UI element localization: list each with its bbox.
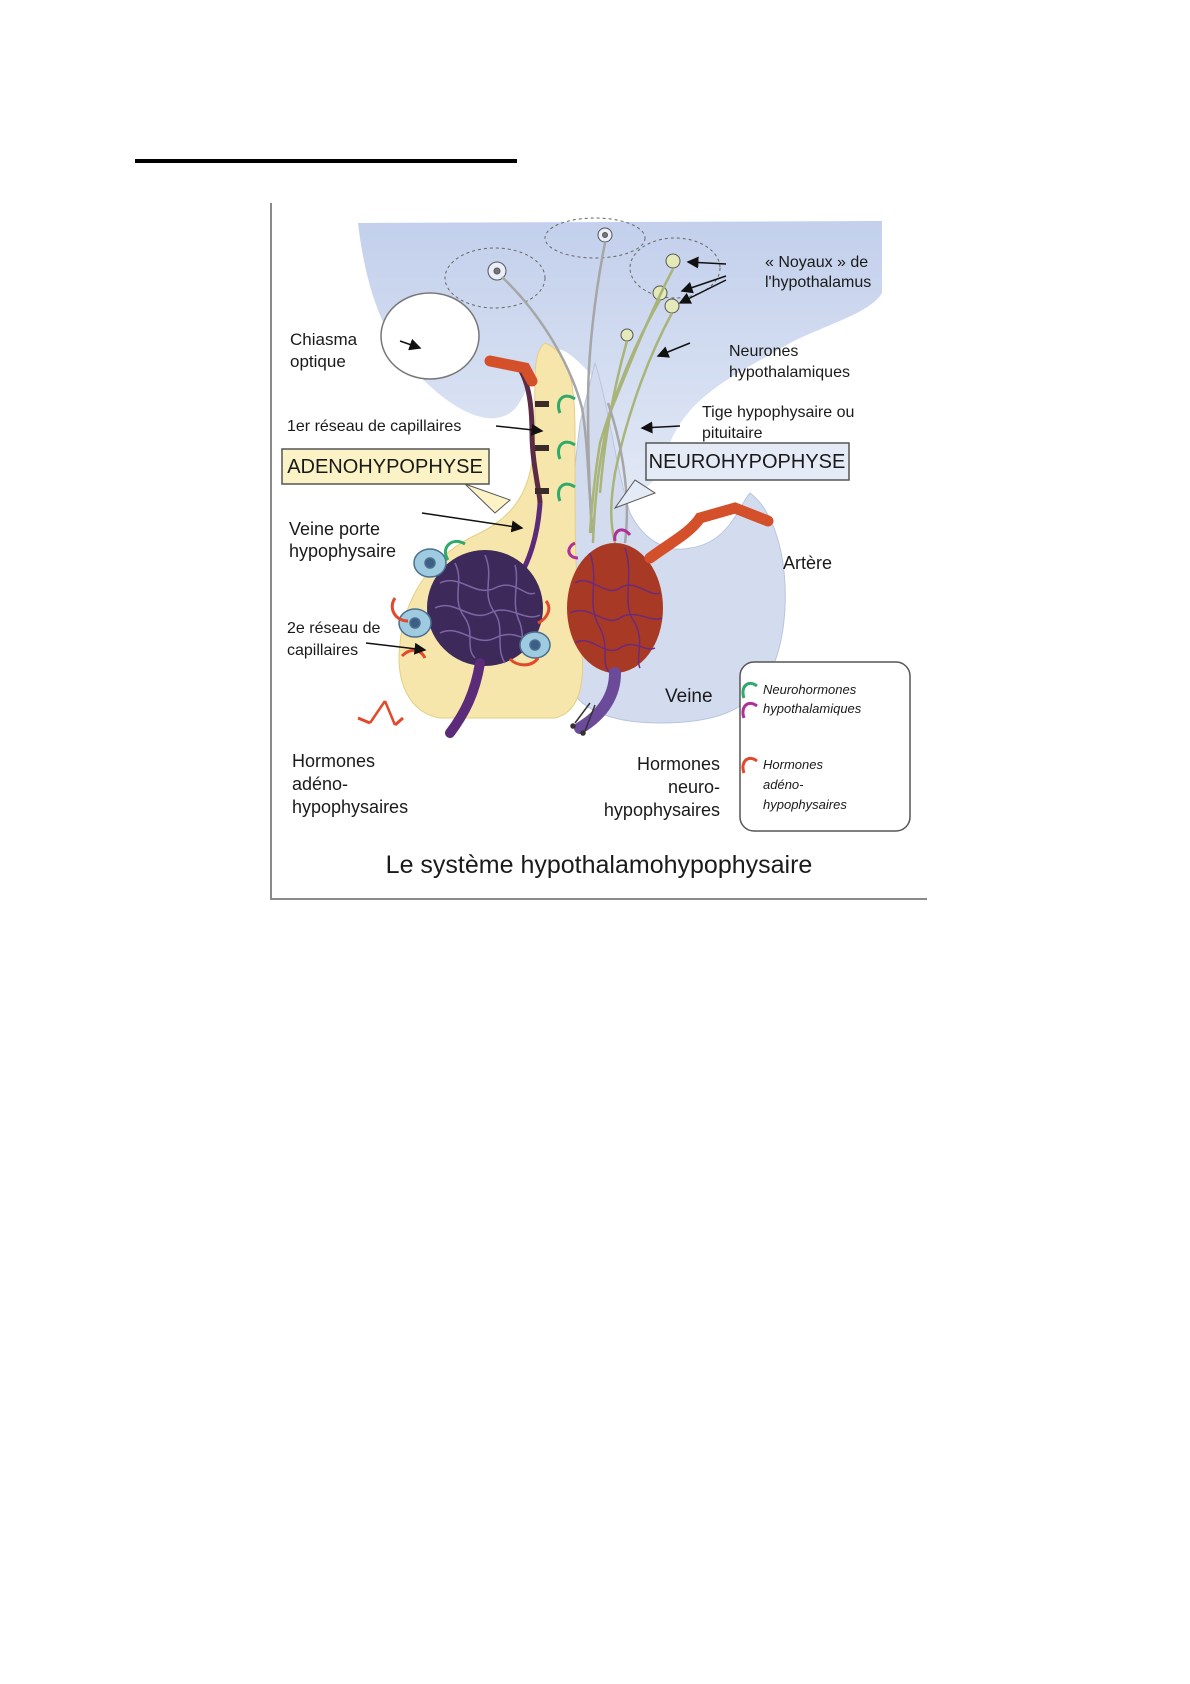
neurohormone-arrows — [443, 394, 632, 561]
legend-neurohormones-line2: hypothalamiques — [763, 701, 862, 716]
hormones-neuro-label-line1: Hormones — [637, 754, 720, 774]
second-capillary-label-line2: capillaires — [287, 642, 358, 659]
adenohypophyse-label-box: ADENOHYPOPHYSE — [281, 448, 511, 514]
veine-porte-label-line2: hypophysaire — [289, 541, 396, 561]
artere-label: Artère — [783, 553, 832, 573]
legend-magenta-arrow-icon — [741, 701, 758, 719]
label-pointers — [365, 256, 727, 655]
legend-hormones-line1: Hormones — [763, 757, 823, 772]
hormones-adeno-label-line2: adéno- — [292, 774, 348, 794]
hypothalamic-neuron-axons — [501, 242, 675, 544]
neuron-bodies — [487, 227, 681, 342]
chiasma-label-line2: optique — [290, 352, 346, 371]
neurohypophysis-capillary-network — [567, 543, 663, 734]
neurones-label-line1: Neurones — [729, 343, 798, 360]
noyaux-label-line1: « Noyaux » de — [765, 254, 868, 271]
legend: Neurohormones hypothalamiques Hormones a… — [739, 661, 911, 832]
chiasma-label-line1: Chiasma — [290, 330, 358, 349]
nucleus-outline-2 — [544, 217, 646, 259]
tige-label-line1: Tige hypophysaire ou — [702, 404, 854, 421]
title-underline — [135, 159, 517, 163]
noyaux-label-line2: l'hypothalamus — [765, 274, 871, 291]
hypothalamus-region — [358, 221, 882, 491]
legend-hormones-line3: hypophysaires — [763, 797, 847, 812]
diagram-labels: « Noyaux » de l'hypothalamus Chiasma opt… — [287, 254, 871, 820]
veine-porte-label-line1: Veine porte — [289, 519, 380, 539]
hormones-adeno-label-line1: Hormones — [292, 751, 375, 771]
legend-hormones-line2: adéno- — [763, 777, 804, 792]
neurones-label-line2: hypothalamiques — [729, 364, 850, 381]
neurohypophysis-hormone-wisps — [570, 702, 596, 736]
figure-caption: Le système hypothalamohypophysaire — [386, 851, 813, 879]
superior-hypophyseal-artery — [484, 355, 538, 387]
hormones-neuro-label-line3: hypophysaires — [604, 800, 720, 820]
nucleus-outline-1 — [444, 247, 546, 309]
neurohypophyse-label: NEUROHYPOPHYSE — [649, 451, 846, 473]
hormones-adeno-label-line3: hypophysaires — [292, 797, 408, 817]
legend-red-arrow-icon — [741, 756, 758, 774]
optic-chiasma — [380, 292, 480, 380]
legend-green-arrow-icon — [741, 681, 758, 699]
nucleus-outline-3 — [629, 237, 721, 299]
second-capillary-network — [427, 550, 543, 738]
neurohypophyse-label-box: NEUROHYPOPHYSE — [613, 442, 850, 510]
veine-label: Veine — [665, 686, 713, 707]
legend-neurohormones-line1: Neurohormones — [763, 682, 857, 697]
tige-label-line2: pituitaire — [702, 425, 763, 442]
hypothalamo-pituitary-diagram: ADENOHYPOPHYSE NEUROHYPOPHYSE « Noyaux »… — [270, 203, 927, 900]
inferior-hypophyseal-artery — [644, 502, 774, 564]
adenohypophysis-hormone-arrows — [357, 597, 551, 727]
first-capillary-label: 1er réseau de capillaires — [287, 418, 461, 435]
second-capillary-label-line1: 2e réseau de — [287, 620, 381, 637]
adenohypophysis-cells — [398, 548, 551, 659]
adenohypophyse-label: ADENOHYPOPHYSE — [287, 456, 483, 478]
hormones-neuro-label-line2: neuro- — [668, 777, 720, 797]
